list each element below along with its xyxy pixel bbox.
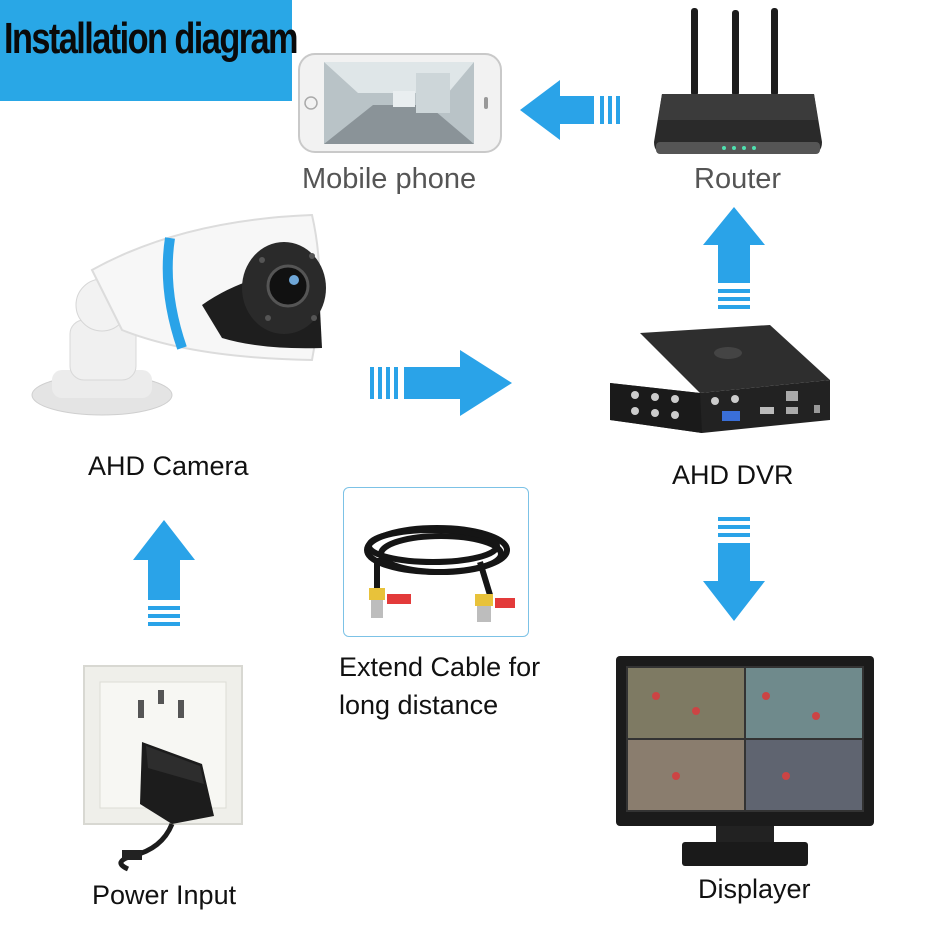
cable-icon bbox=[364, 525, 515, 622]
cable-caption: Extend Cable for long distance bbox=[339, 648, 540, 724]
arrow-dvr-to-router-icon bbox=[703, 207, 765, 309]
mobile-phone-icon bbox=[298, 53, 502, 153]
mobile-phone-label: Mobile phone bbox=[302, 163, 477, 195]
power-label: Power Input bbox=[92, 880, 237, 910]
display-icon bbox=[616, 656, 874, 866]
cable-caption-line2: long distance bbox=[339, 690, 499, 720]
arrow-power-to-camera-icon bbox=[133, 520, 195, 626]
router-label: Router bbox=[694, 163, 782, 195]
camera-icon bbox=[31, 213, 326, 416]
dvr-icon bbox=[610, 325, 830, 433]
arrow-camera-to-dvr-icon bbox=[370, 350, 512, 416]
arrow-router-to-phone-icon bbox=[520, 80, 620, 140]
display-label: Displayer bbox=[698, 874, 811, 904]
router-icon bbox=[654, 8, 822, 154]
dvr-label: AHD DVR bbox=[672, 460, 794, 490]
diagram-title: Installation diagram bbox=[4, 14, 299, 63]
camera-label: AHD Camera bbox=[88, 451, 249, 481]
arrow-dvr-to-display-icon bbox=[703, 517, 765, 621]
power-adapter-icon bbox=[83, 665, 243, 872]
title-banner bbox=[0, 0, 292, 101]
cable-caption-line1: Extend Cable for bbox=[339, 652, 541, 682]
